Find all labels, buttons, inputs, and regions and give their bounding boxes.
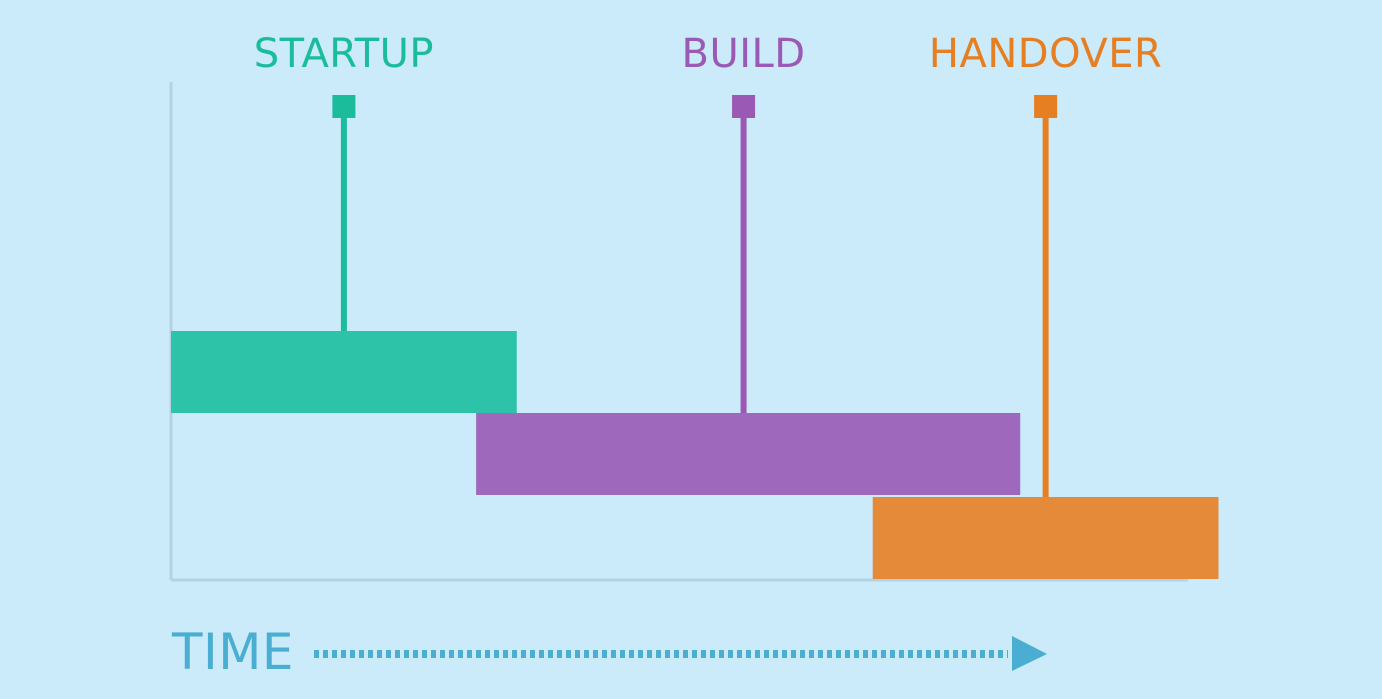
- time-axis-label: TIME: [172, 623, 295, 681]
- build-milestone-marker-icon: [732, 95, 756, 118]
- startup-milestone-stem: [340, 116, 347, 331]
- startup-phase-label: STARTUP: [253, 31, 435, 77]
- build-phase-bar: [476, 413, 1021, 495]
- startup-milestone-marker-icon: [332, 95, 356, 118]
- handover-milestone-stem: [1042, 116, 1049, 497]
- build-phase-label: BUILD: [681, 31, 806, 77]
- build-milestone-stem: [740, 116, 747, 413]
- startup-phase-bar: [171, 331, 517, 413]
- handover-phase-bar: [872, 497, 1219, 579]
- handover-phase-label: HANDOVER: [928, 31, 1163, 77]
- handover-milestone-marker-icon: [1034, 95, 1058, 118]
- time-arrow-head-icon: [1012, 636, 1047, 671]
